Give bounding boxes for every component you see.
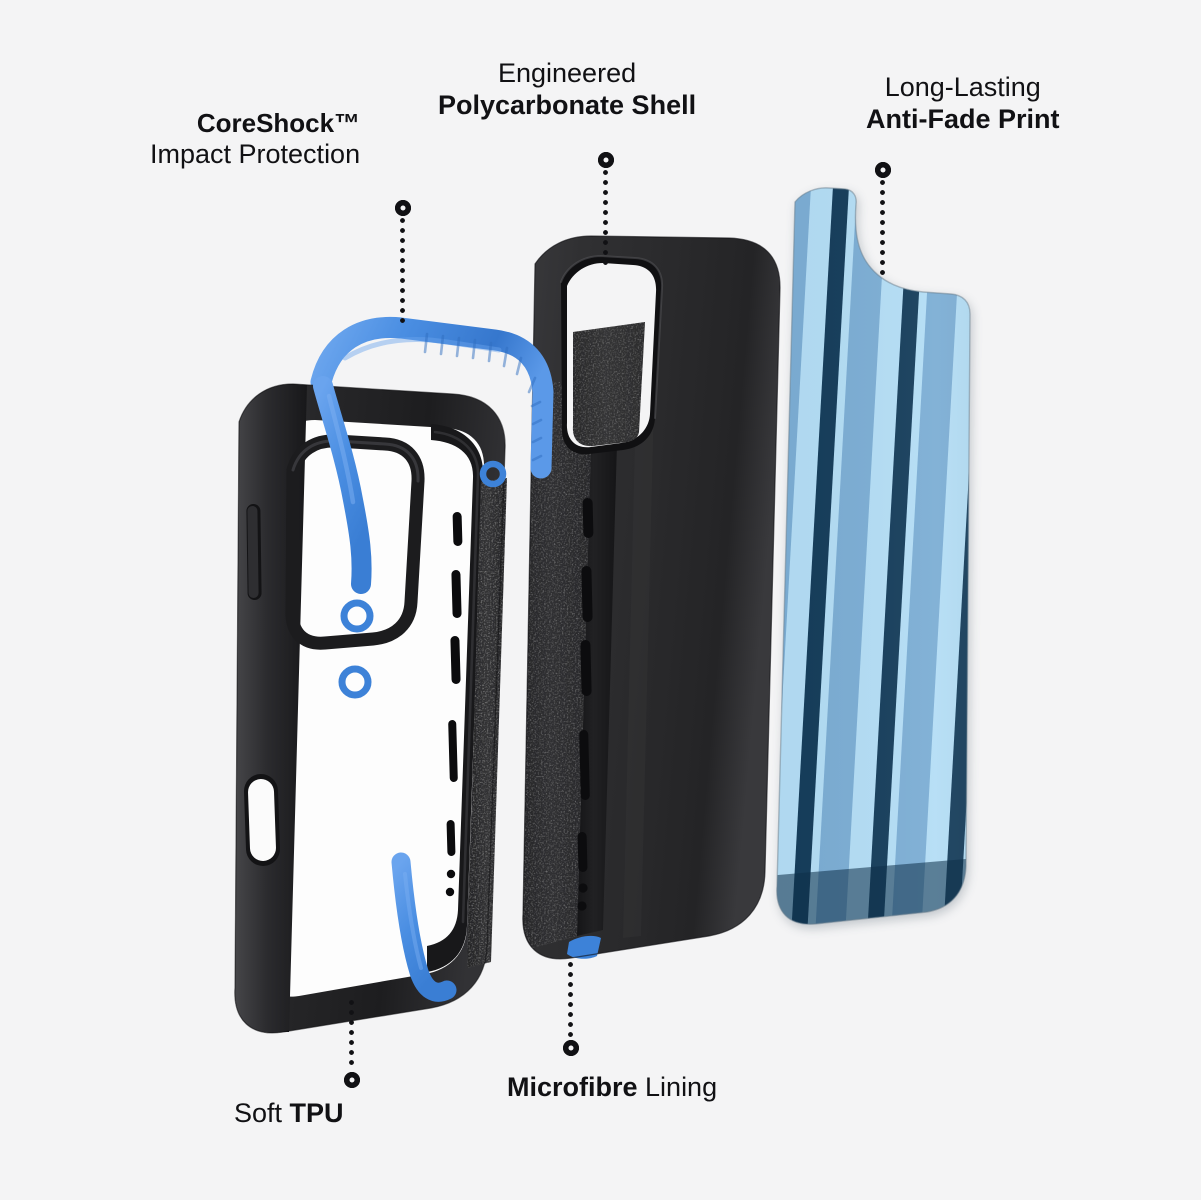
callout-shell-line-1: Engineered [497,58,637,88]
leader-line-coreshock [400,218,405,328]
callout-coreshock-line-1: CoreShock™ [196,108,361,138]
polycarbonate-shell [443,235,808,976]
tpu-blue-ribbon-bottom [391,852,457,1002]
callout-microfibre-bold: Microfibre [507,1072,638,1102]
callout-tpu-line: Soft TPU [234,1098,344,1130]
callout-microfibre-line: Microfibre Lining [507,1072,717,1104]
tpu-side-buttons [246,504,262,600]
tpu-blue-ribbon-front [313,376,372,594]
tpu-blue-ribbon-rear [310,316,554,479]
callout-print-line-2: Anti-Fade Print [866,103,1060,134]
tpu-frame [234,383,507,1034]
callout-coreshock-line-2: Impact Protection [150,138,361,169]
print-panel-body [737,186,982,926]
shell-side-cutouts [577,498,594,911]
callout-microfibre-plain: Lining [637,1072,718,1102]
tpu-mute-cutout [243,774,281,866]
leader-marker-tpu [344,1072,360,1088]
callout-microfibre: Microfibre Lining [507,1072,717,1104]
callout-shell-line-2: Polycarbonate Shell [438,89,697,120]
callout-tpu-bold: TPU [289,1098,344,1128]
leader-line-shell [603,170,608,268]
callout-print: Long-Lasting Anti-Fade Print [866,72,1060,136]
callout-tpu-plain: Soft [234,1098,290,1128]
callout-tpu: Soft TPU [234,1098,344,1130]
tpu-camera-rim [285,434,425,650]
callout-shell: Engineered Polycarbonate Shell [438,58,696,122]
print-stripes [776,187,971,925]
tpu-accent-rings [338,599,374,699]
leader-marker-shell [598,152,614,168]
shell-blue-nub [567,935,601,959]
shell-body [522,235,781,960]
callout-print-line-1: Long-Lasting [884,72,1041,102]
leader-marker-coreshock [395,200,411,216]
printed-back-panel [737,186,982,926]
tpu-button-cutouts [445,511,463,897]
leader-line-print [880,180,885,276]
shell-camera-opening [560,254,664,455]
leader-marker-print [875,162,891,178]
callout-coreshock: CoreShock™ Impact Protection [150,108,360,171]
tpu-bumper [195,296,555,1036]
tpu-edge-microfibre [467,478,507,968]
leader-line-microfibre [568,962,573,1038]
leader-marker-microfibre [563,1040,579,1056]
tpu-accent-ring-right [479,460,507,488]
microfibre-lining [522,374,619,952]
leader-line-tpu [349,1000,354,1070]
